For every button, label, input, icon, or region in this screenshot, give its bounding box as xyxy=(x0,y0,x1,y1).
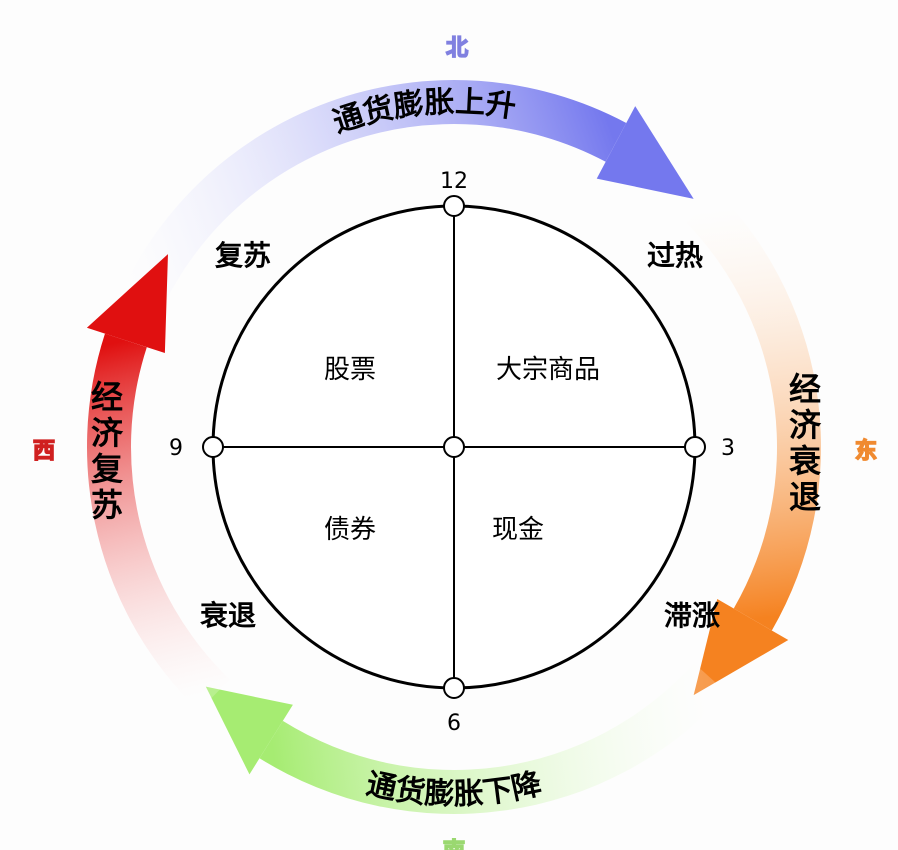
marker-6 xyxy=(443,677,465,699)
arrow-economic-recession-body xyxy=(686,192,821,631)
cycle-arrows xyxy=(86,79,821,814)
clock-label-6: 6 xyxy=(447,711,461,736)
arrow-label-economic-recession: 经济衰退 xyxy=(784,372,822,516)
arrow-label-economic-recovery: 经济复苏 xyxy=(86,380,124,524)
clock-label-9: 9 xyxy=(169,436,183,461)
clock: 12 3 6 9 股票 大宗商品 债券 现金 xyxy=(169,169,735,736)
arrow-inflation-falling-head xyxy=(205,686,293,775)
direction-north: 北 xyxy=(446,36,468,61)
asset-bonds: 债券 xyxy=(324,515,376,545)
direction-west: 西 xyxy=(33,439,55,464)
asset-cash: 现金 xyxy=(492,515,544,545)
clock-label-3: 3 xyxy=(721,436,735,461)
phase-stagflation: 滞涨 xyxy=(664,599,720,632)
arrow-inflation-rising-head xyxy=(596,106,694,199)
clock-label-12: 12 xyxy=(440,169,468,194)
phase-recovery: 复苏 xyxy=(215,239,271,272)
arrow-economic-recovery-head xyxy=(86,254,168,354)
asset-stocks: 股票 xyxy=(324,355,376,385)
marker-3 xyxy=(684,436,706,458)
marker-12 xyxy=(443,195,465,217)
direction-south: 南 xyxy=(443,839,465,850)
arrow-economic-recovery-body xyxy=(86,333,230,711)
marker-center xyxy=(443,436,465,458)
direction-east: 东 xyxy=(855,438,877,464)
phase-recession: 衰退 xyxy=(200,599,256,632)
marker-9 xyxy=(202,436,224,458)
phase-overheat: 过热 xyxy=(647,239,703,272)
arrow-inflation-falling-body xyxy=(259,663,727,814)
arrow-economic-recession-head xyxy=(693,599,789,696)
asset-commodities: 大宗商品 xyxy=(496,355,600,385)
